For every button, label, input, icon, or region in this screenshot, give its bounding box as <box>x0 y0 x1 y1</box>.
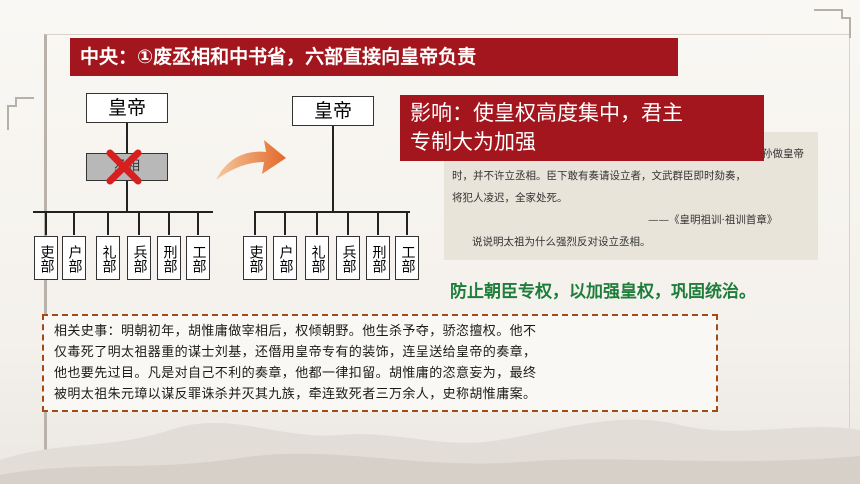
impact-line: 影响：使皇权高度集中，君主 <box>410 101 683 125</box>
impact-banner: 影响：使皇权高度集中，君主 专制大为加强 <box>400 95 764 161</box>
impact-line: 专制大为加强 <box>410 130 536 154</box>
quote-line: 孙做皇帝 <box>762 148 804 160</box>
dept-box-war: 兵部 <box>127 236 151 280</box>
abolished-cross-icon <box>106 149 142 185</box>
dept-box-revenue: 户部 <box>62 236 86 280</box>
dept-box-works: 工部 <box>186 236 210 280</box>
quote-line: 将犯人凌迟，全家处死。 <box>452 192 568 204</box>
transition-arrow-icon <box>216 140 286 180</box>
history-line: 仅毒死了明太祖器重的谋士刘基，还僭用皇帝专有的装饰，连呈送给皇帝的奏章， <box>54 345 537 360</box>
emperor-box: 皇帝 <box>86 93 168 123</box>
dept-box-works: 工部 <box>395 236 419 280</box>
dept-box-revenue: 户部 <box>273 236 297 280</box>
corner-ornament-left <box>7 97 34 130</box>
history-line: 相关史事：明朝初年，胡惟庸做宰相后，权倾朝野。他生杀予夺，骄恣擅权。他不 <box>54 324 537 339</box>
corner-ornament-right <box>814 9 851 38</box>
dept-box-personnel: 吏部 <box>34 236 58 280</box>
page-title: 中央：①废丞相和中书省，六部直接向皇帝负责 <box>70 38 678 76</box>
dept-box-personnel: 吏部 <box>243 236 267 280</box>
conclusion-text: 防止朝臣专权，以加强皇权，巩固统治。 <box>450 282 756 302</box>
dept-box-justice: 刑部 <box>366 236 390 280</box>
quote-line: 时，并不许立丞相。臣下敢有奏请设立者，文武群臣即时劾奏， <box>452 170 746 182</box>
emperor-box: 皇帝 <box>292 96 374 126</box>
dept-box-war: 兵部 <box>336 236 360 280</box>
quote-source: ——《皇明祖训·祖训首章》 <box>648 214 778 226</box>
dept-box-rites: 礼部 <box>96 236 120 280</box>
history-line: 被明太祖朱元璋以谋反罪诛杀并灭其九族，牵连致死者三万余人，史称胡惟庸案。 <box>54 387 537 402</box>
quote-question: 说说明太祖为什么强烈反对设立丞相。 <box>472 236 651 248</box>
history-line: 他也要先过目。凡是对自己不利的奏章，他都一律扣留。胡惟庸的恣意妄为，最终 <box>54 366 537 381</box>
related-history-box: 相关史事：明朝初年，胡惟庸做宰相后，权倾朝野。他生杀予夺，骄恣擅权。他不 仅毒死… <box>42 314 718 412</box>
dept-box-rites: 礼部 <box>305 236 329 280</box>
ink-mountains-decoration <box>0 419 860 484</box>
dept-box-justice: 刑部 <box>157 236 181 280</box>
